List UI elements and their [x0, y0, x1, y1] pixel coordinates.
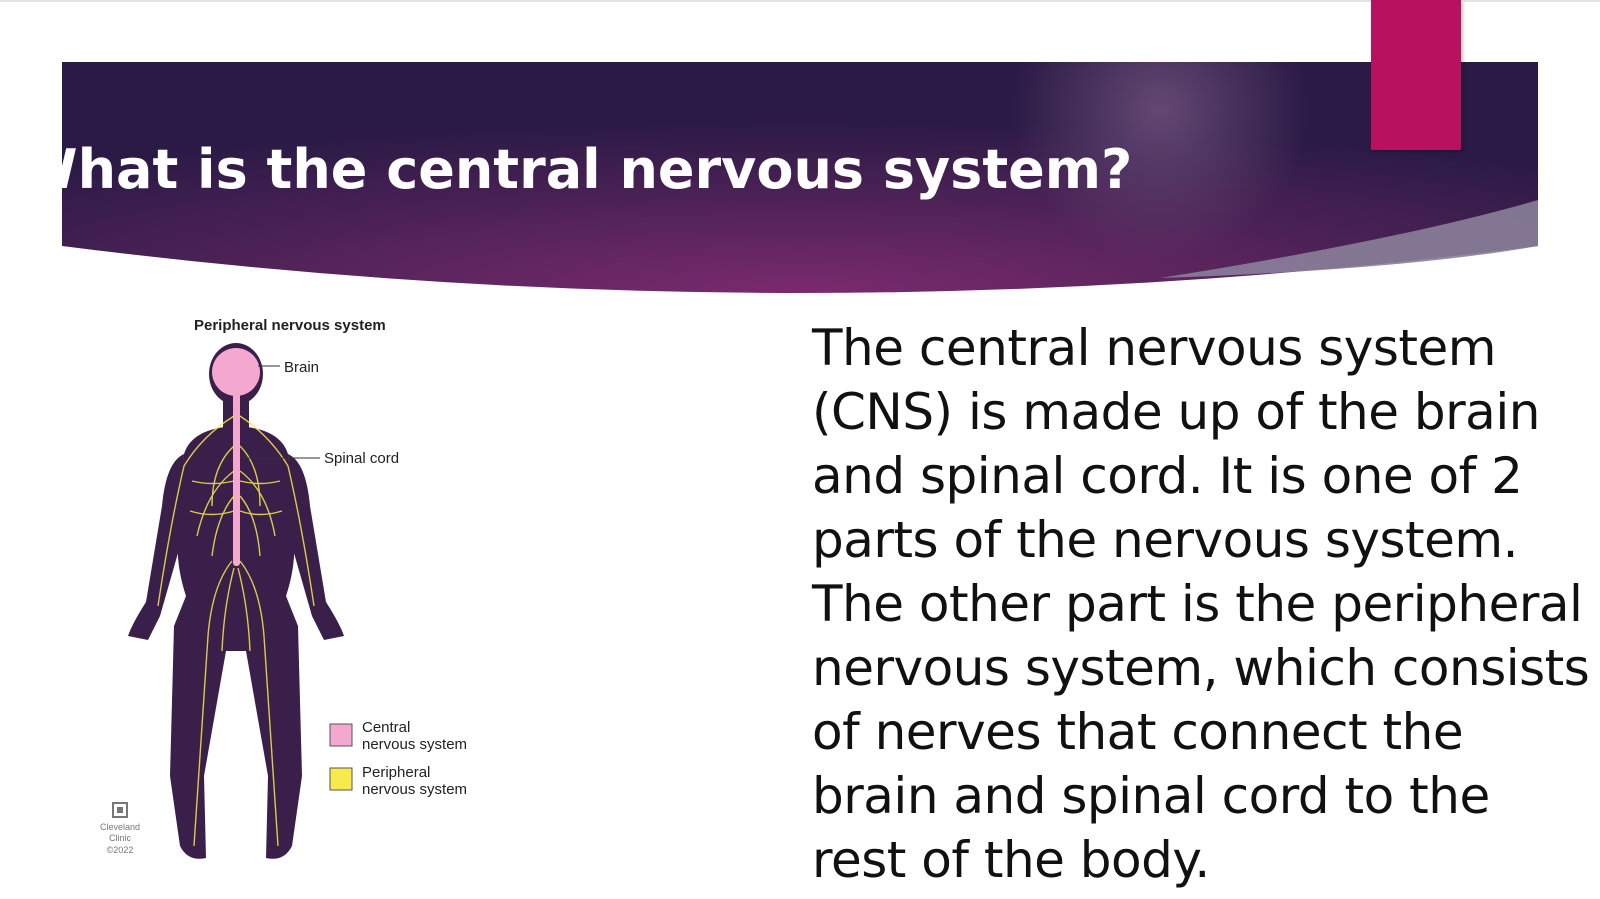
legend-peripheral-line2: nervous system [362, 781, 467, 798]
legend-peripheral-line1: Peripheral [362, 764, 430, 781]
header-band [62, 62, 1538, 293]
credit-line1: Cleveland [100, 822, 140, 832]
credit-line2: Clinic [109, 833, 132, 843]
figure-heading: Peripheral nervous system [194, 317, 386, 334]
legend-swatch-peripheral [329, 767, 353, 791]
brain-label: Brain [284, 359, 319, 376]
peripheral-nerves [157, 415, 315, 847]
legend-central-line2: nervous system [362, 736, 467, 753]
nervous-system-figure: Peripheral nervous system [100, 317, 467, 859]
top-rule [0, 0, 1600, 2]
figure-legend: Central nervous system Peripheral nervou… [329, 719, 467, 798]
credit-line3: ©2022 [107, 845, 134, 855]
legend-central-line1: Central [362, 719, 410, 736]
slide-body-text: The central nervous system (CNS) is made… [812, 319, 1590, 889]
accent-bar [1371, 0, 1461, 150]
cleveland-clinic-logo: Cleveland Clinic ©2022 [100, 802, 140, 855]
spinal-cord-shape [233, 390, 240, 566]
slide-title: What is the central nervous system? [44, 138, 1133, 201]
spinal-cord-label: Spinal cord [324, 450, 399, 467]
brain-shape [212, 348, 260, 396]
legend-swatch-central [329, 723, 353, 747]
